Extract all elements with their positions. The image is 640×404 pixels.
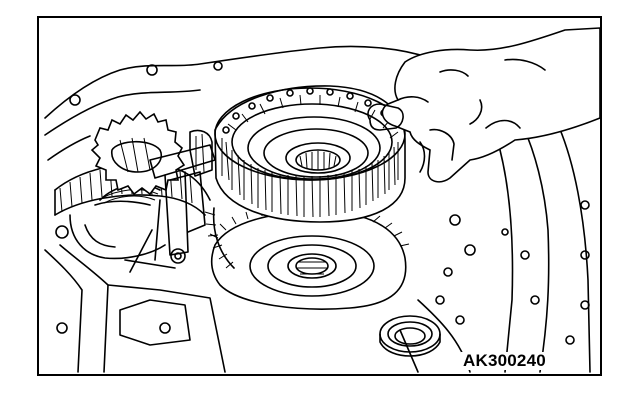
figure-code-label: AK300240: [461, 351, 548, 370]
left-hand: [367, 27, 600, 183]
shaft-bracket: [124, 129, 216, 273]
pinion-gear: [90, 110, 186, 196]
transmission-case: [44, 45, 591, 373]
side-gear-teeth: [204, 207, 235, 269]
clutch-drum: [214, 85, 406, 223]
figure-frame: [37, 16, 602, 376]
oil-seal: [379, 315, 441, 357]
